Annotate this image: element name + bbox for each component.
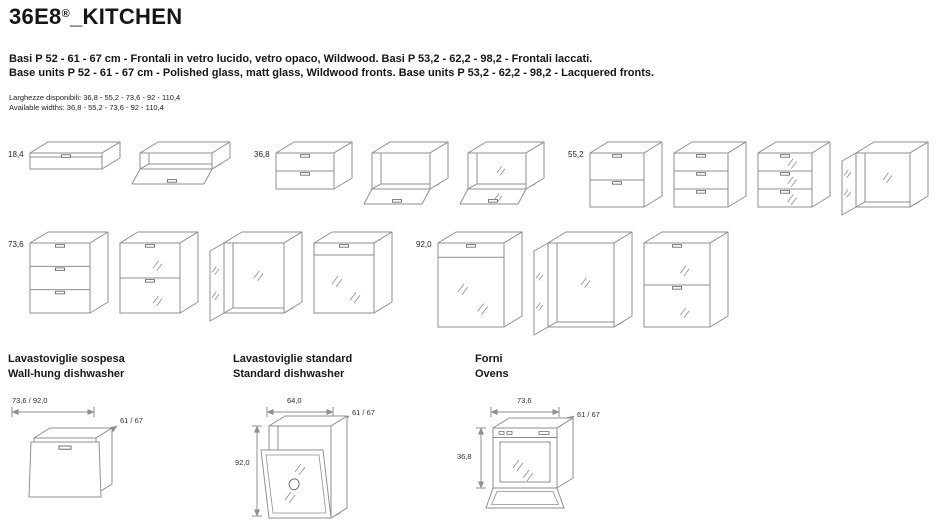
cabinet-drawing-door-open — [532, 230, 637, 337]
cabinet-drawing-drawer-door — [312, 230, 397, 316]
registered-mark: ® — [61, 8, 70, 20]
cabinet-group-h36,8: 36,8 — [254, 140, 554, 208]
cabinet-drawing-drawers-3-marks — [756, 140, 835, 210]
cabinet-drawing-drawers-2-marks — [118, 230, 203, 316]
wall-hung-dishwasher-drawing: 73,6 / 92,0 61 / 67 — [8, 396, 188, 522]
dim-depth-label: 61 / 67 — [577, 410, 600, 419]
cabinet-drawing-drawers-3 — [28, 230, 113, 316]
wall-hung-dishwasher-svg — [11, 407, 118, 498]
cabinet-drawing-door-open — [208, 230, 307, 323]
dim-height-label: 36,8 — [457, 452, 472, 461]
dim-width-label: 73,6 — [517, 396, 532, 405]
dim-height-label: 92,0 — [235, 458, 250, 467]
widths-italian: Larghezze disponibili: 36,8 - 55,2 - 73,… — [9, 93, 181, 102]
cabinet-drawing-flap-ajar — [28, 140, 125, 172]
cabinet-height-label: 36,8 — [254, 150, 270, 159]
intro-english: Base units P 52 - 61 - 67 cm - Polished … — [9, 67, 655, 79]
heading-english: Ovens — [475, 368, 509, 380]
cabinet-drawing-flap-open-marks — [458, 140, 549, 208]
intro-text: Basi P 52 - 61 - 67 cm - Frontali in vet… — [9, 52, 654, 80]
heading-wall-hung-dishwasher: Lavastoviglie sospesa Wall-hung dishwash… — [8, 352, 125, 382]
cabinet-row-2: 73,6 92,0 — [8, 230, 752, 337]
heading-italian: Forni — [475, 353, 503, 365]
cabinet-drawing-flap-open — [362, 140, 453, 208]
oven-drawing: 73,6 36,8 61 / 67 — [455, 396, 645, 522]
cabinet-group-h73,6: 73,6 — [8, 230, 402, 323]
dim-width-label: 64,0 — [287, 396, 302, 405]
heading-italian: Lavastoviglie standard — [233, 353, 353, 365]
heading-italian: Lavastoviglie sospesa — [8, 353, 125, 365]
cabinet-drawing-drawers-2 — [588, 140, 667, 210]
cabinet-row-1: 18,4 36,8 55,2 — [8, 140, 946, 217]
heading-english: Standard dishwasher — [233, 368, 345, 380]
cabinet-height-label: 18,4 — [8, 150, 24, 159]
cabinet-drawing-drawers-2-marks — [642, 230, 733, 330]
available-widths: Larghezze disponibili: 36,8 - 55,2 - 73,… — [9, 93, 180, 113]
dim-depth-label: 61 / 67 — [120, 416, 143, 425]
standard-dishwasher-svg — [252, 407, 350, 519]
dim-width-label: 73,6 / 92,0 — [12, 396, 48, 405]
dim-depth-label: 61 / 67 — [352, 408, 375, 417]
cabinet-group-h92,0: 92,0 — [416, 230, 738, 337]
cabinet-height-label: 92,0 — [416, 240, 432, 249]
oven-svg — [476, 407, 575, 509]
cabinet-group-h18,4: 18,4 — [8, 140, 240, 188]
cabinet-group-h55,2: 55,2 — [568, 140, 938, 217]
cabinet-drawing-drawers-3 — [672, 140, 751, 210]
cabinet-height-label: 55,2 — [568, 150, 584, 159]
heading-ovens: Forni Ovens — [475, 352, 509, 382]
cabinet-height-label: 73,6 — [8, 240, 24, 249]
widths-english: Available widths: 36,8 - 55,2 - 73,6 - 9… — [9, 103, 164, 112]
cabinet-drawing-flap-open — [130, 140, 235, 188]
heading-standard-dishwasher: Lavastoviglie standard Standard dishwash… — [233, 352, 352, 382]
cabinet-drawing-drawers-2 — [274, 140, 357, 192]
cabinet-drawing-drawer-door — [436, 230, 527, 330]
page-title: 36E8®_KITCHEN — [9, 4, 182, 30]
cabinet-drawing-door-open — [840, 140, 933, 217]
standard-dishwasher-drawing: 64,0 92,0 61 / 67 — [233, 396, 423, 522]
heading-english: Wall-hung dishwasher — [8, 368, 125, 380]
title-main: 36E8 — [9, 4, 62, 29]
title-suffix: _KITCHEN — [70, 4, 183, 29]
intro-italian: Basi P 52 - 61 - 67 cm - Frontali in vet… — [9, 53, 593, 65]
